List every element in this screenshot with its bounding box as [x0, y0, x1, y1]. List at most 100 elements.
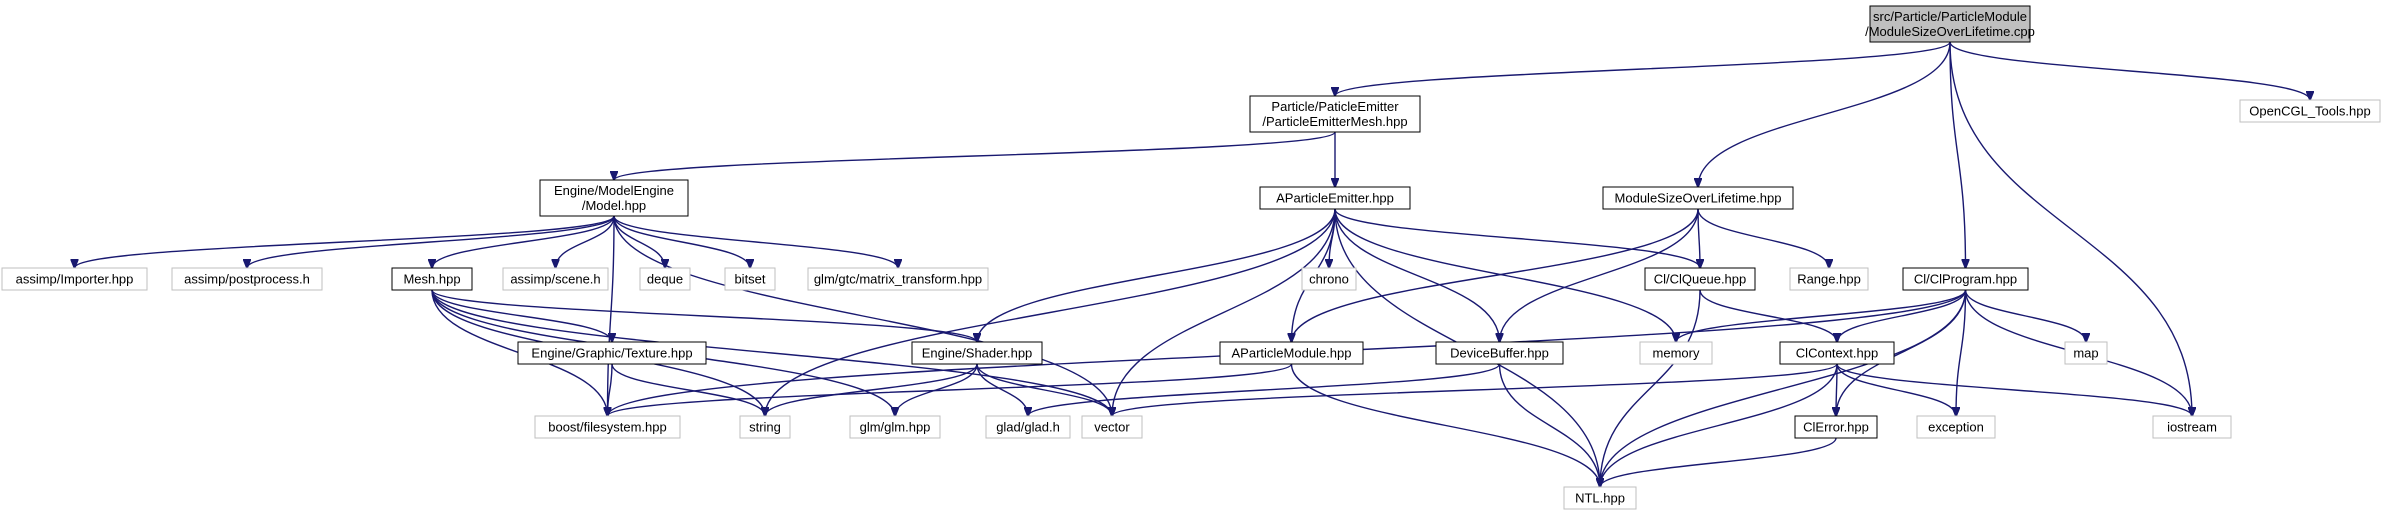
node-label-ntl-0: NTL.hpp	[1575, 491, 1625, 506]
node-texture[interactable]: Engine/Graphic/Texture.hpp	[517, 341, 707, 365]
node-assimp-scene: assimp/scene.h	[502, 267, 609, 291]
node-box-assimp-post	[171, 267, 323, 291]
edge-mesh-hpp-emitter-to-model-hpp	[614, 131, 1336, 180]
node-root[interactable]: src/Particle/ParticleModule/ModuleSizeOv…	[1865, 5, 2035, 43]
node-box-clerror	[1794, 415, 1878, 439]
edge-model-hpp-to-deque	[613, 215, 665, 268]
node-box-mesh-hpp	[391, 267, 473, 291]
node-label-mesh-hpp-emitter-1: /ParticleEmitterMesh.hpp	[1262, 114, 1407, 129]
edge-shader-to-glad	[976, 363, 1028, 416]
node-label-model-hpp-0: Engine/ModelEngine	[554, 183, 674, 198]
edge-devicebuffer-to-glad	[1028, 363, 1501, 416]
node-aparticle-emitter[interactable]: AParticleEmitter.hpp	[1259, 186, 1411, 210]
node-label-assimp-post-0: assimp/postprocess.h	[184, 272, 310, 287]
node-box-model-hpp	[539, 179, 689, 217]
edge-clprogram-to-exception	[1956, 289, 1967, 416]
edge-model-hpp-to-glm-mt	[613, 215, 898, 268]
node-label-exception-0: exception	[1928, 420, 1984, 435]
node-box-vector	[1081, 415, 1143, 439]
edge-model-hpp-to-assimp-scene	[556, 215, 615, 268]
node-label-opencgl-tools-0: OpenCGL_Tools.hpp	[2249, 104, 2370, 119]
edge-mesh-hpp-to-vector	[431, 289, 1112, 416]
edge-clcontext-to-iostream	[1836, 363, 2192, 416]
edge-root-to-mesh-hpp-emitter	[1335, 41, 1951, 96]
edge-texture-to-string	[611, 363, 765, 416]
node-box-glad	[985, 415, 1071, 439]
node-memory: memory	[1639, 341, 1713, 365]
edge-clcontext-to-vector	[1112, 363, 1838, 416]
node-box-assimp-scene	[502, 267, 609, 291]
node-label-vector-0: vector	[1094, 420, 1130, 435]
node-exception: exception	[1916, 415, 1996, 439]
node-box-boost-fs	[534, 415, 681, 439]
edge-mesh-hpp-to-texture	[431, 289, 612, 342]
node-shader[interactable]: Engine/Shader.hpp	[911, 341, 1043, 365]
edge-aparticle-module-to-ntl	[1290, 363, 1601, 487]
edge-clcontext-to-exception	[1836, 363, 1956, 416]
node-devicebuffer[interactable]: DeviceBuffer.hpp	[1435, 341, 1564, 365]
node-clprogram[interactable]: Cl/ClProgram.hpp	[1902, 267, 2029, 291]
node-box-opencgl-tools	[2239, 99, 2381, 123]
node-box-shader	[911, 341, 1043, 365]
node-module-size[interactable]: ModuleSizeOverLifetime.hpp	[1602, 186, 1794, 210]
node-glm-mt: glm/gtc/matrix_transform.hpp	[807, 267, 989, 291]
node-box-memory	[1639, 341, 1713, 365]
node-label-bitset-0: bitset	[734, 272, 765, 287]
node-assimp-post: assimp/postprocess.h	[171, 267, 323, 291]
edge-aparticle-emitter-to-clqueue	[1334, 208, 1700, 268]
edge-aparticle-emitter-to-vector	[1112, 208, 1336, 416]
node-label-mesh-hpp-emitter-0: Particle/PaticleEmitter	[1271, 99, 1399, 114]
node-label-glm-glm-0: glm/glm.hpp	[860, 420, 931, 435]
edge-module-size-to-range	[1697, 208, 1829, 268]
node-box-clqueue	[1644, 267, 1756, 291]
edge-root-to-opencgl-tools	[1949, 41, 2310, 100]
edge-mesh-hpp-to-shader	[431, 289, 977, 342]
node-label-clcontext-0: ClContext.hpp	[1796, 346, 1878, 361]
node-bitset: bitset	[724, 267, 776, 291]
node-map: map	[2064, 341, 2108, 365]
node-glad: glad/glad.h	[985, 415, 1071, 439]
node-box-module-size	[1602, 186, 1794, 210]
node-label-aparticle-emitter-0: AParticleEmitter.hpp	[1276, 191, 1394, 206]
node-box-map	[2064, 341, 2108, 365]
node-clerror[interactable]: ClError.hpp	[1794, 415, 1878, 439]
node-box-bitset	[724, 267, 776, 291]
edge-root-to-iostream	[1949, 41, 2192, 416]
edge-model-hpp-to-assimp-importer	[75, 215, 615, 268]
edge-module-size-to-aparticle-module	[1292, 208, 1699, 342]
edge-clqueue-to-ntl	[1600, 289, 1701, 487]
edge-clprogram-to-clcontext	[1837, 289, 1967, 342]
node-clqueue[interactable]: Cl/ClQueue.hpp	[1644, 267, 1756, 291]
node-box-aparticle-emitter	[1259, 186, 1411, 210]
node-label-memory-0: memory	[1653, 346, 1700, 361]
node-mesh-hpp-emitter[interactable]: Particle/PaticleEmitter/ParticleEmitterM…	[1249, 95, 1421, 133]
nodes-layer: src/Particle/ParticleModule/ModuleSizeOv…	[1, 5, 2381, 510]
node-label-glm-mt-0: glm/gtc/matrix_transform.hpp	[814, 272, 982, 287]
node-label-aparticle-module-0: AParticleModule.hpp	[1232, 346, 1352, 361]
node-iostream: iostream	[2152, 415, 2232, 439]
node-label-texture-0: Engine/Graphic/Texture.hpp	[531, 346, 692, 361]
node-label-assimp-scene-0: assimp/scene.h	[510, 272, 600, 287]
node-box-deque	[639, 267, 691, 291]
node-aparticle-module[interactable]: AParticleModule.hpp	[1219, 341, 1364, 365]
edge-aparticle-emitter-to-shader	[977, 208, 1336, 342]
node-boost-fs: boost/filesystem.hpp	[534, 415, 681, 439]
edge-devicebuffer-to-ntl	[1498, 363, 1601, 487]
node-label-clprogram-0: Cl/ClProgram.hpp	[1914, 272, 2017, 287]
node-label-shader-0: Engine/Shader.hpp	[922, 346, 1033, 361]
edge-clerror-to-ntl	[1600, 437, 1837, 487]
node-clcontext[interactable]: ClContext.hpp	[1779, 341, 1895, 365]
node-glm-glm: glm/glm.hpp	[849, 415, 941, 439]
node-box-exception	[1916, 415, 1996, 439]
node-mesh-hpp[interactable]: Mesh.hpp	[391, 267, 473, 291]
node-label-mesh-hpp-0: Mesh.hpp	[403, 272, 460, 287]
node-box-mesh-hpp-emitter	[1249, 95, 1421, 133]
node-label-root-0: src/Particle/ParticleModule	[1873, 9, 2027, 24]
node-box-string	[739, 415, 791, 439]
edge-aparticle-emitter-to-memory	[1334, 208, 1676, 342]
node-model-hpp[interactable]: Engine/ModelEngine/Model.hpp	[539, 179, 689, 217]
node-box-assimp-importer	[1, 267, 148, 291]
node-box-ntl	[1563, 486, 1637, 510]
edge-model-hpp-to-boost-fs	[608, 215, 615, 416]
node-box-clcontext	[1779, 341, 1895, 365]
